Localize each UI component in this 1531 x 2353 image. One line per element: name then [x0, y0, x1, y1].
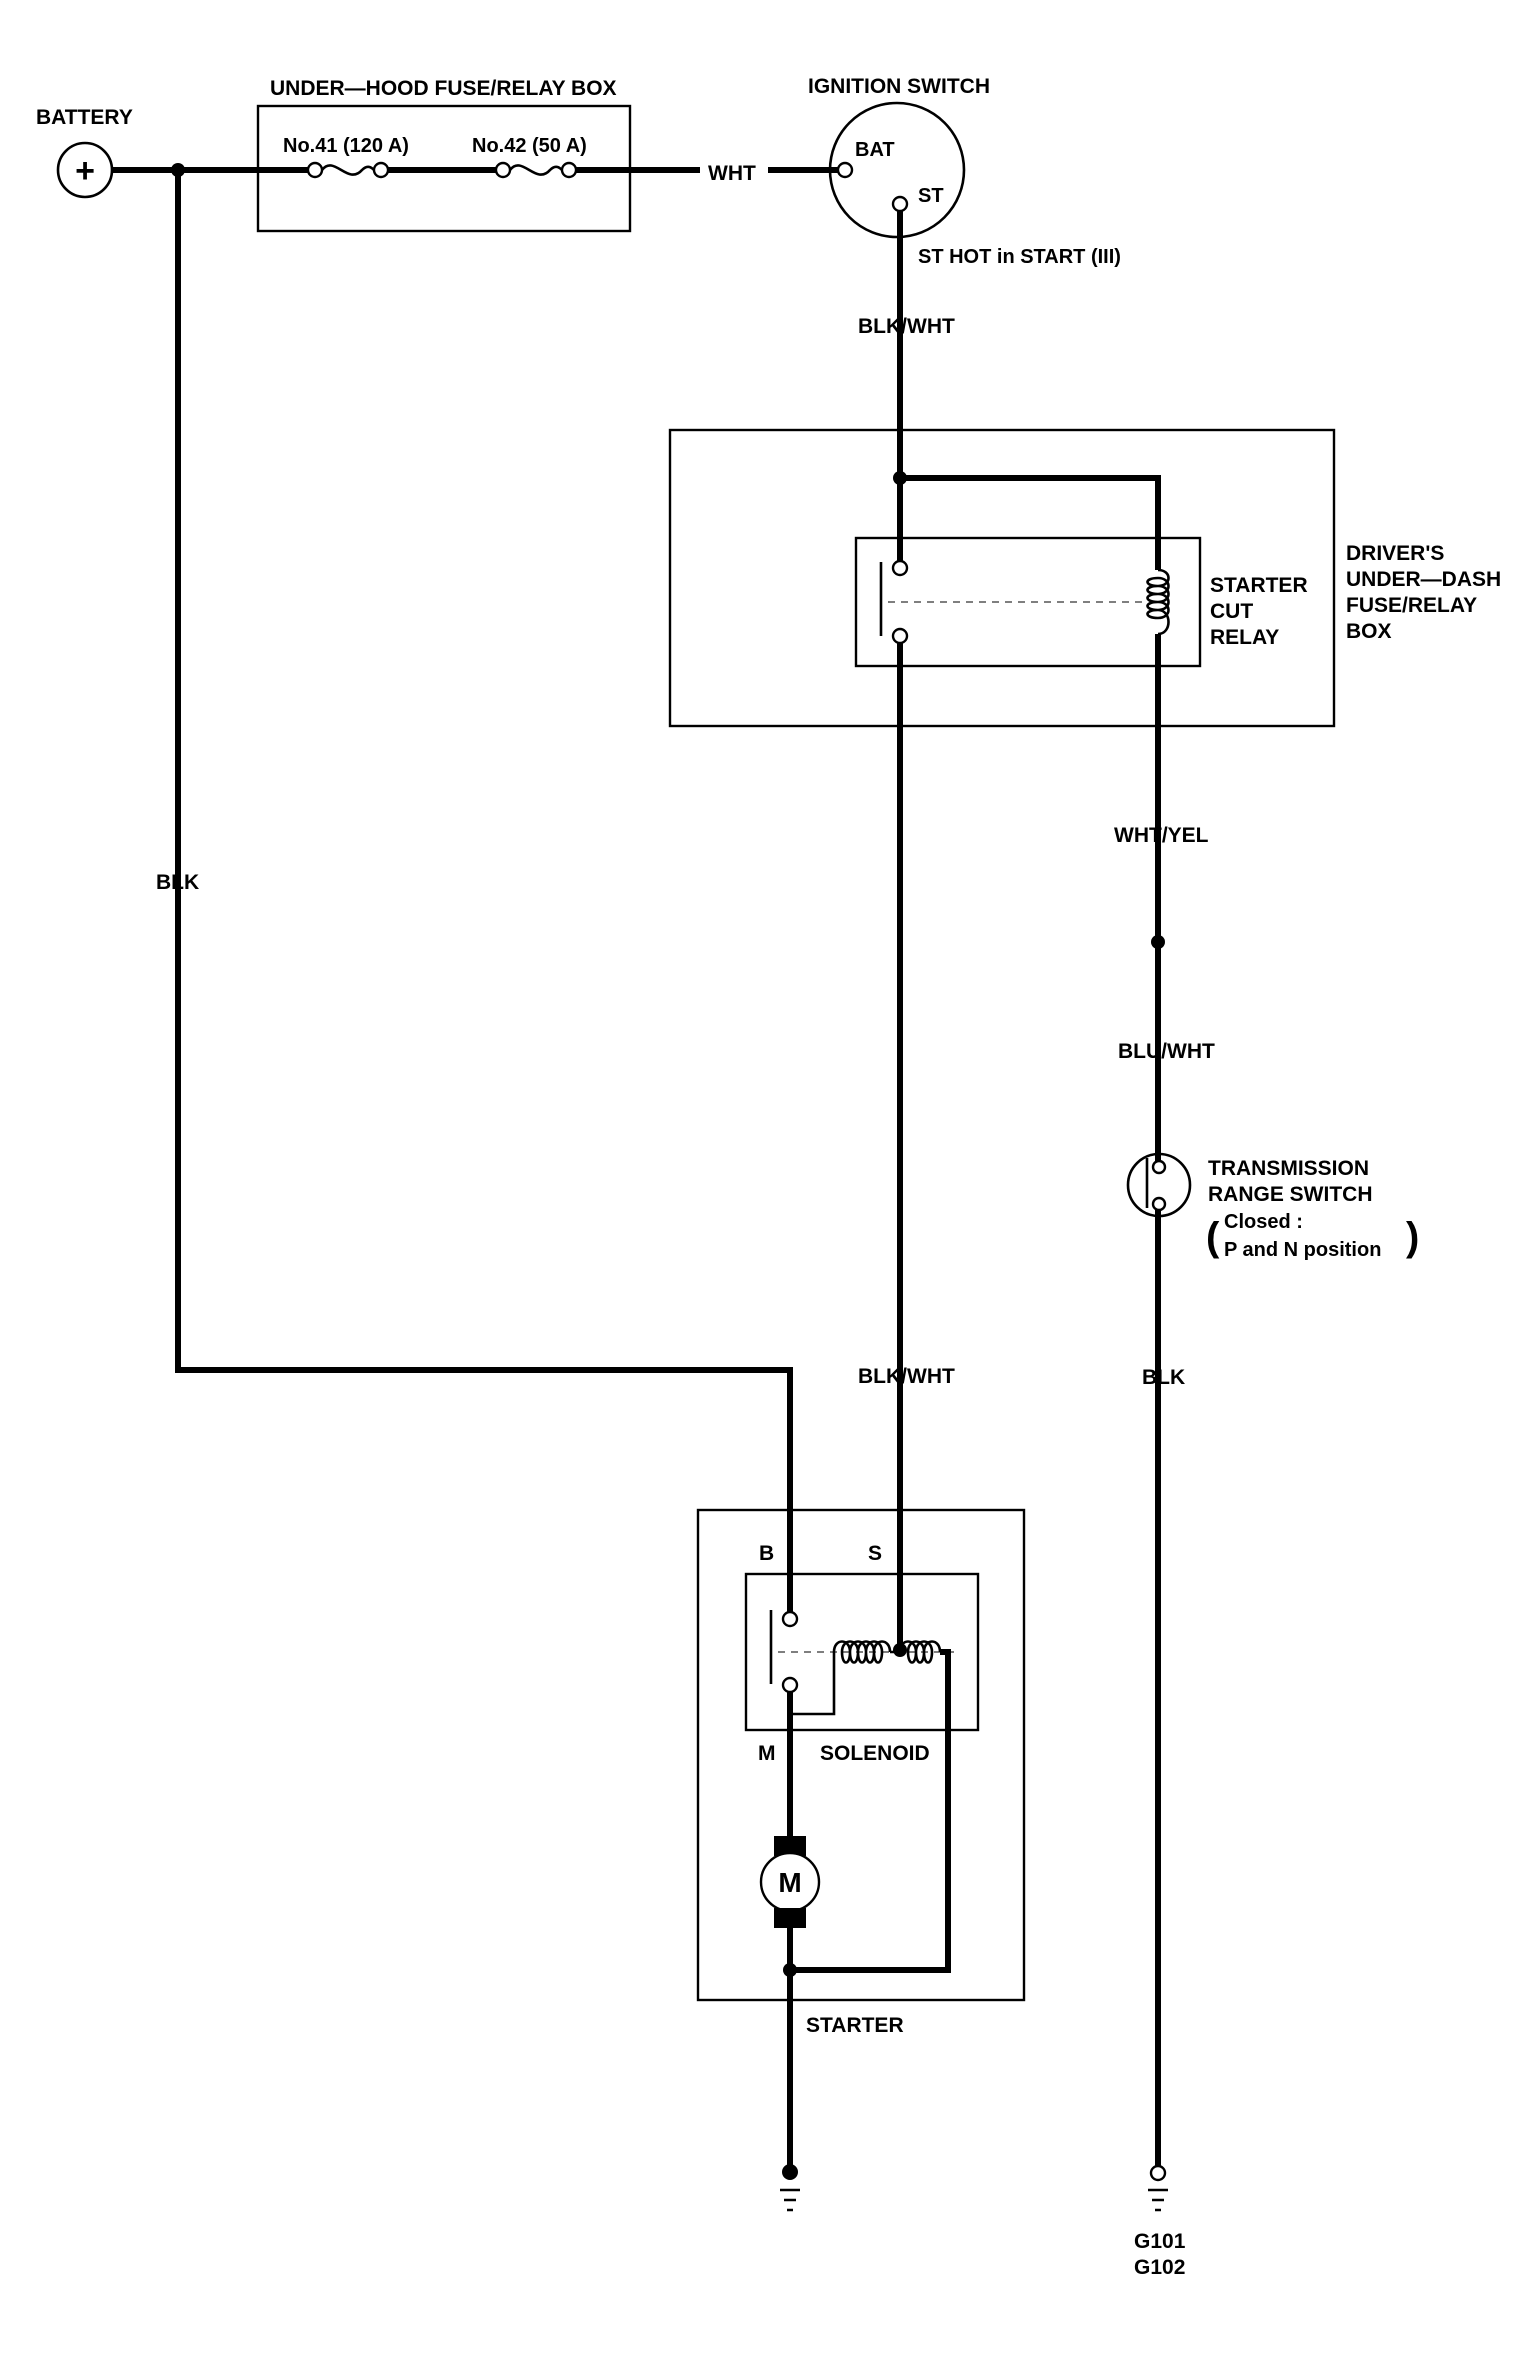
- under-hood-fuse-relay-box: UNDER—HOOD FUSE/RELAY BOX No.41 (120 A) …: [256, 77, 632, 233]
- fuse-42-element: [508, 164, 563, 176]
- starter-cut-relay-line-2: CUT: [1210, 600, 1253, 623]
- under-dash-box-title-line-3: FUSE/RELAY: [1346, 594, 1477, 617]
- relay-coil: [1146, 568, 1170, 636]
- starter-cut-relay-outline: [854, 536, 1202, 668]
- ground-symbol-right: [1148, 2188, 1168, 2212]
- wire-label-blu-wht: BLU/WHT: [1118, 1040, 1215, 1063]
- starter-label: STARTER: [806, 2014, 904, 2037]
- ground-terminal-right: [1149, 2164, 1167, 2182]
- ignition-bat-label: BAT: [855, 139, 895, 161]
- ignition-bat-terminal: [836, 161, 854, 179]
- under-dash-box-title-line-4: BOX: [1346, 620, 1392, 643]
- battery: BATTERY +: [36, 106, 133, 199]
- left-blk-wire: BLK: [156, 170, 793, 1612]
- solenoid-outline: [744, 1572, 980, 1732]
- under-dash-fuse-relay-box: DRIVER'S UNDER—DASH FUSE/RELAY BOX START…: [668, 428, 1501, 730]
- under-dash-box-title-line-2: UNDER—DASH: [1346, 568, 1501, 591]
- wire-label-blk-right: BLK: [1142, 1366, 1185, 1389]
- battery-plus-sign: +: [75, 152, 95, 190]
- trs-title-line-1: TRANSMISSION: [1208, 1157, 1369, 1180]
- ground-terminal-left: [782, 2164, 798, 2180]
- fuse-box-title: UNDER—HOOD FUSE/RELAY BOX: [270, 77, 617, 100]
- trs-title-line-2: RANGE SWITCH: [1208, 1183, 1373, 1206]
- trs-positions-label: P and N position: [1224, 1239, 1381, 1261]
- battery-feed-wire: [112, 163, 258, 177]
- battery-label: BATTERY: [36, 106, 133, 129]
- starter-terminal-b-label: B: [759, 1542, 774, 1565]
- under-dash-box-title-line-1: DRIVER'S: [1346, 542, 1444, 565]
- ignition-st-terminal: [891, 195, 909, 213]
- relay-contact-lower: [891, 627, 909, 645]
- fuse-41-label: No.41 (120 A): [283, 135, 409, 157]
- starter-cut-relay-line-1: STARTER: [1210, 574, 1308, 597]
- relay-contact-upper: [891, 559, 909, 577]
- motor-brush-bottom: [774, 1908, 806, 1928]
- ignition-switch-title: IGNITION SWITCH: [808, 75, 990, 98]
- ground-symbol-left: [780, 2188, 800, 2212]
- solenoid-contact-m: [781, 1676, 799, 1694]
- right-branch-wiring: WHT/YEL BLU/WHT TRANSMISSION RANGE SWITC…: [1114, 726, 1419, 2279]
- solenoid-contact-b: [781, 1610, 799, 1628]
- starter-terminal-s-label: S: [868, 1542, 882, 1565]
- wire-label-blk-left: BLK: [156, 871, 199, 894]
- wire-label-blk-wht-top: BLK/WHT: [858, 315, 955, 338]
- starter-outline: [696, 1508, 1026, 2002]
- motor-brush-top: [774, 1836, 806, 1856]
- starter: B S M SOLENOID M STARTER: [696, 1508, 1026, 2212]
- ignition-st-hot-note: ST HOT in START (III): [918, 246, 1121, 268]
- blk-wht-starter-wire: BLK/WHT: [858, 730, 955, 1648]
- ignition-switch: IGNITION SWITCH BAT ST ST HOT in START (…: [808, 75, 1121, 268]
- fuse-41-element: [320, 164, 375, 176]
- trs-closed-label: Closed :: [1224, 1211, 1303, 1233]
- starter-cut-relay-line-3: RELAY: [1210, 626, 1279, 649]
- fuse-42-label: No.42 (50 A): [472, 135, 587, 157]
- ground-label-g101: G101: [1134, 2230, 1186, 2253]
- under-dash-box-outline: [668, 428, 1336, 728]
- trs-bracket-open: (: [1206, 1215, 1220, 1259]
- ignition-st-label: ST: [918, 185, 944, 207]
- trs-bracket-close: ): [1406, 1215, 1419, 1259]
- solenoid-label: SOLENOID: [820, 1742, 930, 1765]
- wire-label-wht-yel: WHT/YEL: [1114, 824, 1209, 847]
- wht-wire: WHT: [630, 162, 838, 185]
- starter-motor-label: M: [778, 1867, 801, 1898]
- wire-label-wht: WHT: [708, 162, 756, 185]
- wire-label-blk-wht-bottom: BLK/WHT: [858, 1365, 955, 1388]
- blk-wht-ignition-wire: BLK/WHT: [858, 211, 955, 478]
- ground-label-g102: G102: [1134, 2256, 1185, 2279]
- starter-terminal-m-label: M: [758, 1742, 776, 1765]
